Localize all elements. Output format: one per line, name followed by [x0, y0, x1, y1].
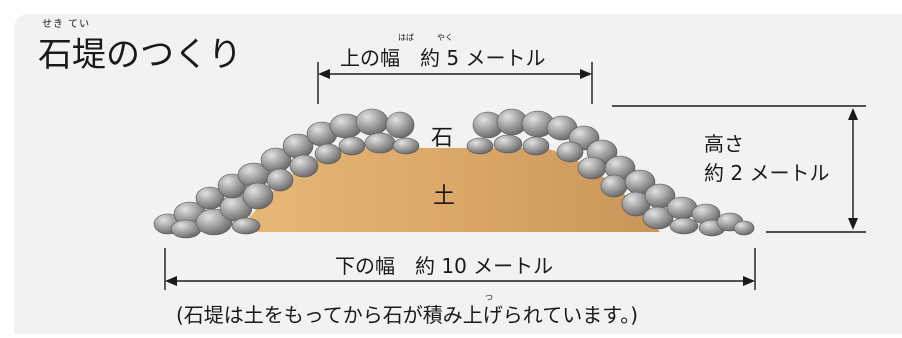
height-dimension — [612, 105, 866, 233]
ruby-tsu: つ — [485, 293, 493, 302]
height-label-line1: 高さ — [704, 132, 744, 156]
top-width-dimension — [317, 62, 593, 104]
bottom-width-label: 下の幅 約 10 メートル — [335, 254, 554, 278]
ruby-haba: はば — [398, 33, 414, 42]
stone-layer — [153, 108, 755, 239]
soil-label: 土 — [433, 184, 456, 209]
soil-core — [238, 148, 660, 232]
ruby-yaku: やく — [437, 33, 453, 42]
stone-label: 石 — [431, 126, 454, 151]
height-label-line2: 約 2 メートル — [704, 161, 830, 185]
bottom-width-dimension — [164, 248, 756, 290]
diagram-title: 石堤のつくり — [38, 35, 242, 75]
construction-note: (石堤は土をもってから石が積み上げられています。) — [176, 303, 639, 327]
top-width-label: 上の幅 約 5 メートル — [340, 46, 546, 70]
title-ruby: せき てい — [42, 19, 91, 30]
